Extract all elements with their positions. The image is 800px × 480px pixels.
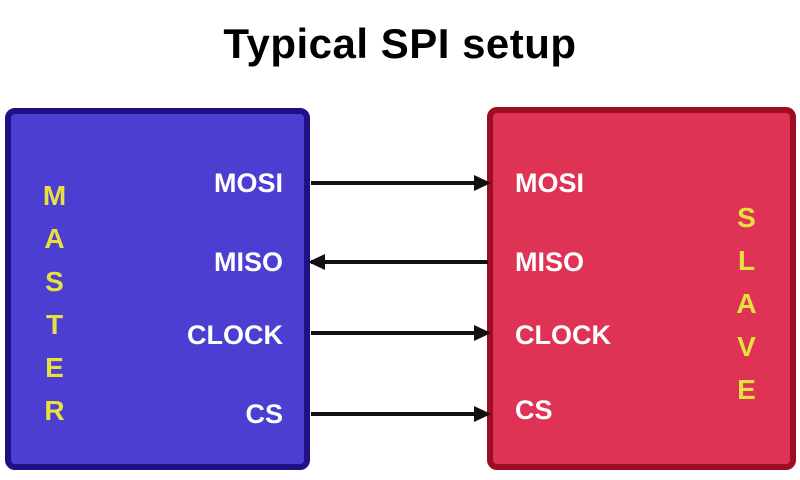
- master-pin-miso: MISO: [213, 247, 283, 277]
- slave-pin-cs: CS: [515, 395, 553, 425]
- master-pin-clock: CLOCK: [187, 320, 283, 350]
- diagram-title: Typical SPI setup: [223, 20, 577, 67]
- master-block-label: MASTER: [39, 180, 70, 438]
- slave-block-label: SLAVE: [731, 202, 762, 417]
- slave-block: [487, 107, 796, 470]
- slave-pin-miso: MISO: [515, 247, 585, 277]
- master-pin-cs: CS: [245, 399, 283, 429]
- clock-arrow-right: [311, 325, 491, 341]
- mosi-arrow-right: [311, 175, 491, 191]
- cs-arrow-right: [311, 406, 491, 422]
- master-pin-mosi: MOSI: [213, 168, 283, 198]
- slave-pin-clock: CLOCK: [515, 320, 611, 350]
- slave-pin-mosi: MOSI: [515, 168, 585, 198]
- master-block: [5, 108, 310, 470]
- miso-arrow-left: [308, 254, 488, 270]
